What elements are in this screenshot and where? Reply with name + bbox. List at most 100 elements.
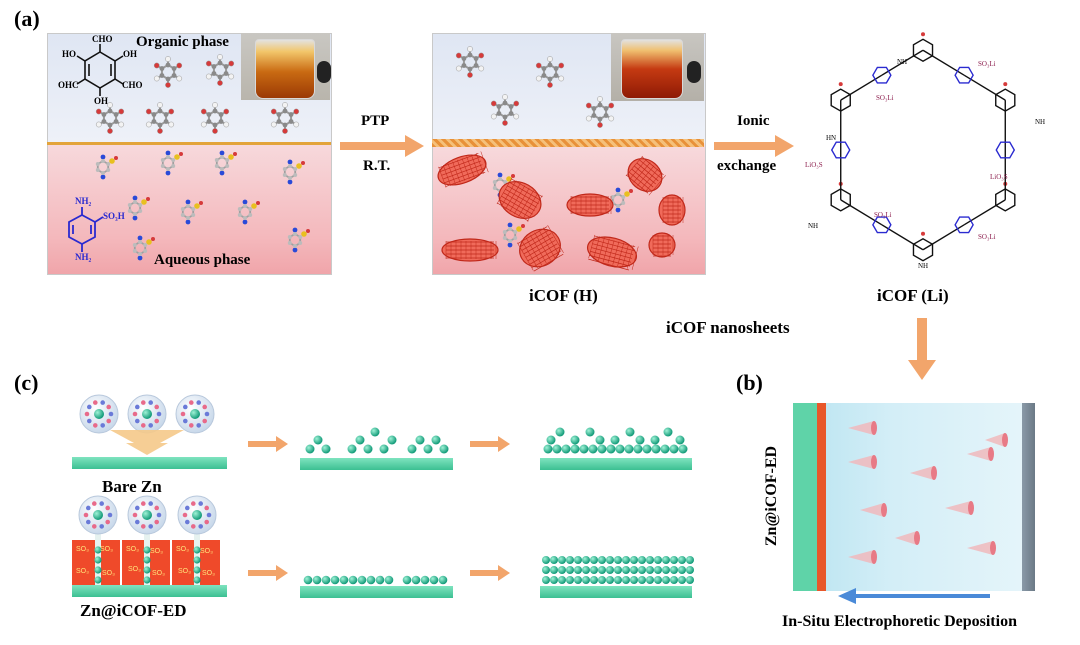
zn-atom xyxy=(305,444,315,454)
zn-atom xyxy=(606,444,616,454)
zn-atom xyxy=(94,409,104,419)
so3-tag: SO₃ xyxy=(76,546,89,553)
zn-atom xyxy=(635,435,645,445)
aqueous-phase-label: Aqueous phase xyxy=(154,252,251,268)
tp-label-cho-top: CHO xyxy=(92,34,113,44)
amine-label-nh2-bottom: NH₂ xyxy=(75,252,92,262)
zn-atom xyxy=(94,556,102,564)
tp-label-cho-right: CHO xyxy=(122,80,143,90)
icof-coating-layer xyxy=(817,403,826,591)
tp-label-ho: HO xyxy=(62,49,77,59)
zn-atom xyxy=(375,575,385,585)
zn-atom xyxy=(686,576,694,584)
zn-atom xyxy=(193,576,201,584)
zn-atom xyxy=(303,575,313,585)
panel-b-letter: (b) xyxy=(736,370,763,395)
zn-atom xyxy=(650,435,660,445)
zn-atom xyxy=(566,576,574,584)
zn-atom xyxy=(94,576,102,584)
zn-atom xyxy=(662,576,670,584)
zn-atom xyxy=(678,566,686,574)
panel-c-letter: (c) xyxy=(14,370,39,395)
product1-label: iCOF (H) xyxy=(529,286,598,305)
zn-atom xyxy=(566,556,574,564)
zn-atom xyxy=(638,556,646,564)
panel-b-side-label: Zn@iCOF-ED xyxy=(763,445,780,547)
zn-atom xyxy=(654,566,662,574)
zn-atom xyxy=(402,575,412,585)
zn-atom xyxy=(542,576,550,584)
panel-a-letter: (a) xyxy=(14,6,40,31)
cof-film-line xyxy=(432,139,704,147)
zn-atom xyxy=(570,435,580,445)
arrow2-bottom-label: exchange xyxy=(717,158,777,174)
tp-label-oh-right: OH xyxy=(123,49,138,59)
zn-atom xyxy=(588,444,598,454)
zn-atom xyxy=(678,556,686,564)
ion-channel xyxy=(95,527,101,585)
zn-substrate xyxy=(300,586,453,598)
zn-atom xyxy=(384,575,394,585)
zn-atom xyxy=(662,556,670,564)
ring-label-so3li-4: SO₃Li xyxy=(978,233,996,241)
so3-tag: SO₃ xyxy=(200,548,213,555)
zn-atom xyxy=(678,444,688,454)
zn-atom xyxy=(363,444,373,454)
zn-atom xyxy=(622,576,630,584)
zn-atom xyxy=(558,566,566,574)
zn-electrode xyxy=(793,403,817,591)
tp-label-ohc: OHC xyxy=(58,80,79,90)
zn-atom xyxy=(662,566,670,574)
zn-atom xyxy=(550,576,558,584)
ring-label-nh-4: NH xyxy=(918,262,929,270)
zn-atom xyxy=(574,566,582,574)
zn-atom xyxy=(630,576,638,584)
zn-atom xyxy=(190,409,200,419)
zn-substrate xyxy=(72,457,227,469)
organic-phase-label: Organic phase xyxy=(136,34,229,50)
ring-label-nh-3: NH xyxy=(1035,118,1046,126)
ion-channel xyxy=(144,527,150,585)
zn-atom xyxy=(654,556,662,564)
zn-atom xyxy=(638,566,646,574)
interface-line xyxy=(47,142,331,145)
zn-atom xyxy=(312,575,322,585)
zn-atom xyxy=(94,566,102,574)
solvated-zn-ion xyxy=(79,394,119,434)
zn-atom xyxy=(552,444,562,454)
zn-atom xyxy=(660,444,670,454)
zn-atom xyxy=(646,566,654,574)
beaker-photo-2 xyxy=(611,33,704,101)
ring-label-so3li-1: SO₃Li xyxy=(978,60,996,68)
zn-atom xyxy=(663,427,673,437)
process-arrow xyxy=(470,565,510,581)
zn-atom xyxy=(423,444,433,454)
beaker-photo-1 xyxy=(241,33,331,100)
zn-atom xyxy=(614,556,622,564)
solvated-zn-ion xyxy=(127,394,167,434)
zn-atom xyxy=(570,444,580,454)
zn-atom xyxy=(366,575,376,585)
zn-atom xyxy=(566,566,574,574)
zn-atom xyxy=(347,444,357,454)
zn-atom xyxy=(590,556,598,564)
zn-atom xyxy=(597,444,607,454)
zn-atom xyxy=(558,556,566,564)
zn-atom xyxy=(370,427,380,437)
zn-atom xyxy=(574,556,582,564)
zn-atom xyxy=(193,566,201,574)
zn-atom xyxy=(348,575,358,585)
zn-atom xyxy=(610,435,620,445)
zn-atom xyxy=(429,575,439,585)
zn-substrate xyxy=(540,586,692,598)
zn-atom xyxy=(585,427,595,437)
zn-atom xyxy=(678,576,686,584)
zn-atom xyxy=(582,576,590,584)
zn-atom xyxy=(379,444,389,454)
zn-atom xyxy=(431,435,441,445)
ring-label-hn-1: HN xyxy=(826,134,837,142)
zn-atom xyxy=(313,435,323,445)
zn-atom xyxy=(606,566,614,574)
zn-atom xyxy=(633,444,643,454)
zn-atom xyxy=(590,576,598,584)
